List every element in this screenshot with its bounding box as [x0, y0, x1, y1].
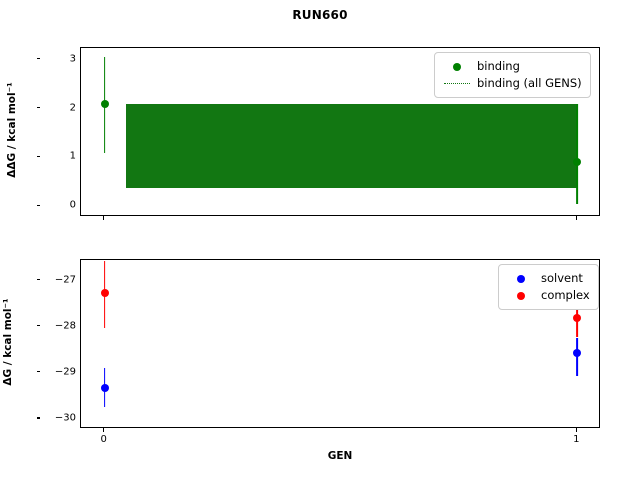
legend-label-solvent: solvent [541, 270, 583, 285]
ytick-label: −28 [54, 320, 76, 332]
top-panel-xtick-group [80, 216, 600, 222]
top-panel-ytick-group: 0 1 2 3 [36, 47, 76, 216]
complex-data-point[interactable] [100, 289, 109, 298]
ytick-label: 0 [69, 199, 76, 211]
complex-dot-icon [506, 291, 536, 300]
solvent-errorbar [576, 338, 579, 377]
ytick-mark [36, 371, 40, 373]
top-panel-ylabel: ΔΔG / kcal mol⁻¹ [6, 81, 18, 178]
binding-all-gens-band [125, 103, 578, 189]
ytick-mark [36, 417, 40, 419]
binding-data-point[interactable] [100, 99, 109, 108]
ytick-mark [36, 58, 40, 60]
ytick-label: 2 [69, 102, 76, 114]
legend-item-binding-all-gens[interactable]: binding (all GENS) [442, 75, 582, 92]
top-plot-area [81, 48, 599, 215]
ytick-mark [36, 204, 40, 206]
binding-errorbar [576, 103, 579, 204]
legend-label-binding: binding [477, 58, 520, 73]
bottom-panel-ytick-group: −27 −28 −29 −30 [36, 259, 76, 428]
ytick-mark [36, 279, 40, 281]
complex-data-point[interactable] [573, 313, 582, 322]
ytick-label: 3 [69, 53, 76, 65]
ytick-label: 1 [69, 150, 76, 162]
xtick-mark [575, 216, 577, 220]
ytick-mark [36, 155, 40, 158]
xtick-label: 0 [100, 434, 107, 445]
bottom-panel-legend: solvent complex [498, 264, 599, 310]
xaxis-label: GEN [327, 450, 353, 462]
ytick-label: −27 [54, 274, 76, 286]
solvent-dot-icon [506, 274, 536, 283]
legend-item-solvent[interactable]: solvent [506, 270, 590, 287]
legend-item-binding[interactable]: binding [442, 58, 582, 75]
figure-title: RUN660 [292, 8, 348, 22]
legend-label-binding-all-gens: binding (all GENS) [477, 75, 582, 90]
ytick-label: −29 [54, 366, 76, 378]
ytick-label: −30 [54, 412, 76, 424]
solvent-data-point[interactable] [100, 384, 109, 393]
xtick-mark [575, 428, 577, 432]
ytick-mark [36, 106, 40, 109]
xtick-mark [102, 216, 105, 220]
solvent-data-point[interactable] [573, 349, 582, 358]
legend-label-complex: complex [541, 287, 590, 302]
top-panel-legend: binding binding (all GENS) [434, 52, 591, 98]
ytick-mark [36, 325, 40, 327]
binding-dot-icon [442, 62, 472, 71]
xtick-mark [102, 428, 105, 432]
binding-data-point[interactable] [573, 158, 582, 167]
xtick-label: 1 [573, 434, 580, 445]
binding-dotted-line-icon [442, 83, 472, 84]
legend-item-complex[interactable]: complex [506, 287, 590, 304]
bottom-panel-ylabel: ΔG / kcal mol⁻¹ [2, 297, 14, 386]
